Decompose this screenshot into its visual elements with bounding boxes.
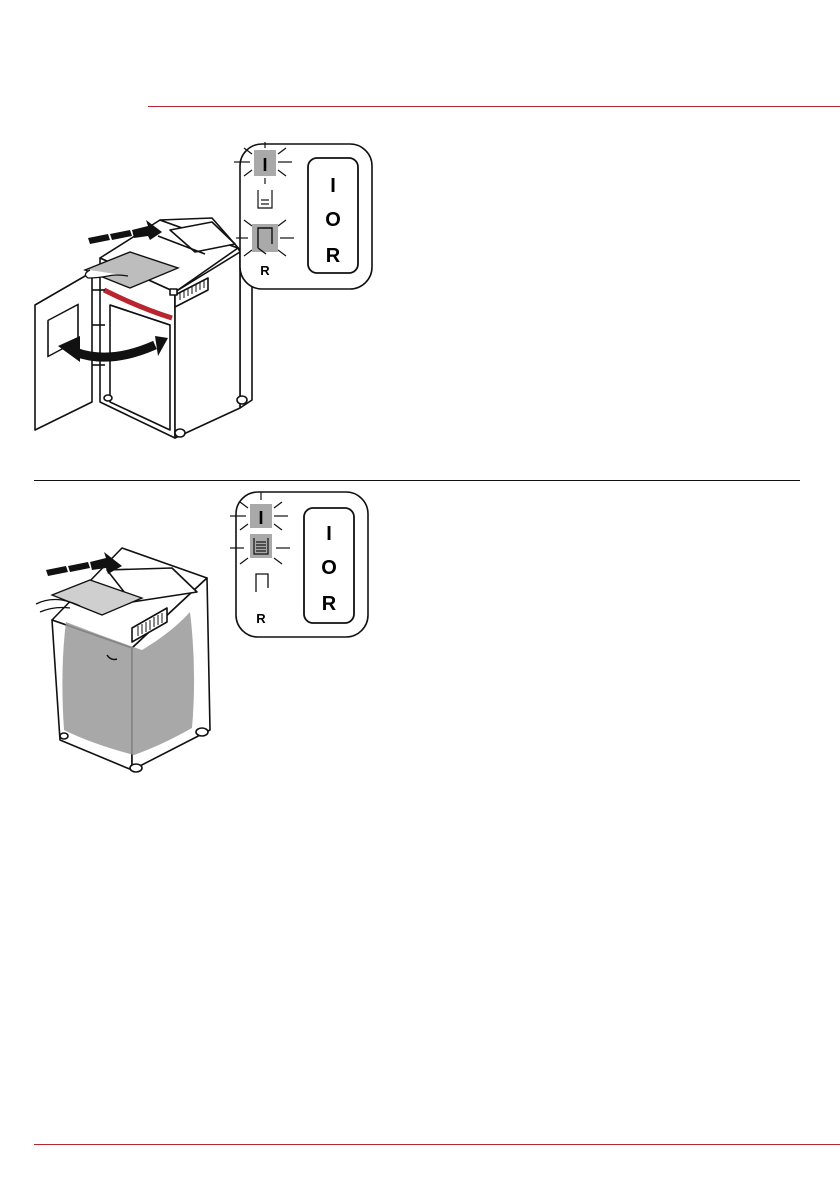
section-divider [34,480,800,481]
reverse-indicator-label: R [256,611,266,626]
feed-arrows-icon [46,552,122,576]
shredder-closed-illustration [32,540,222,780]
switch-label-reverse: R [326,245,341,267]
switch-label-off: O [321,557,337,579]
power-indicator-label: I [262,155,267,175]
control-panel-2: I R I O R [228,488,370,640]
reverse-indicator-label: R [260,263,270,278]
top-divider [148,106,840,107]
power-indicator-label: I [258,508,263,528]
switch-label-on: I [330,175,336,197]
footer-divider [34,1144,840,1145]
bin-full-icon [258,190,272,208]
switch-label-on: I [326,523,332,545]
switch-label-reverse: R [322,593,337,615]
shredder-body [100,218,252,438]
switch-label-off: O [325,209,341,231]
control-panel-1: I R I O R [232,140,374,292]
